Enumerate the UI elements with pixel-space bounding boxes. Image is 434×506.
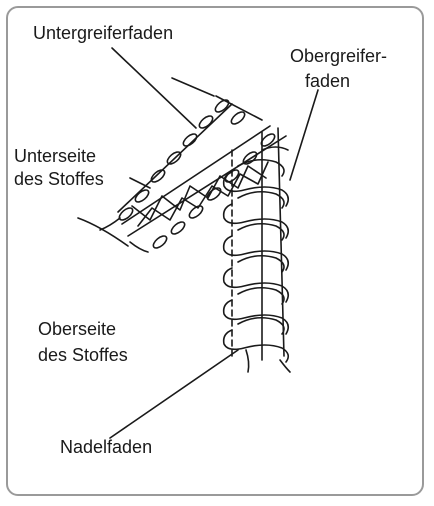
- label-oberseite-line1: Oberseite: [38, 319, 117, 339]
- fabric-edge-top: [171, 77, 215, 97]
- diagonal-stitch-row: [99, 99, 287, 253]
- leader-untergreiferfaden: [111, 47, 197, 129]
- stitch-unit: [222, 190, 290, 239]
- label-untergreiferfaden: Untergreiferfaden: [33, 23, 174, 43]
- label-nadelfaden: Nadelfaden: [60, 437, 153, 457]
- stitch-unit: [222, 146, 290, 207]
- fabric-fold-bottom: [77, 217, 129, 247]
- vertical-stitch-column: [222, 127, 291, 373]
- diagram-frame: [6, 6, 424, 496]
- stitch-unit: [222, 254, 290, 303]
- label-unterseite-line1: Unterseite: [14, 146, 97, 166]
- leader-unterseite: [129, 177, 151, 189]
- label-obergreiferfaden-line1: Obergreifer-: [290, 46, 388, 66]
- label-oberseite-line2: des Stoffes: [38, 345, 128, 365]
- stitch-unit: [222, 286, 290, 335]
- stitch-unit: [222, 222, 290, 271]
- leader-nadelfaden: [109, 349, 239, 439]
- stitch-unit: [222, 316, 290, 363]
- leader-obergreiferfaden: [289, 89, 319, 181]
- fabric-edge-diagonal: [215, 95, 263, 121]
- label-unterseite-line2: des Stoffes: [14, 169, 104, 189]
- label-obergreiferfaden-line2: faden: [305, 71, 351, 91]
